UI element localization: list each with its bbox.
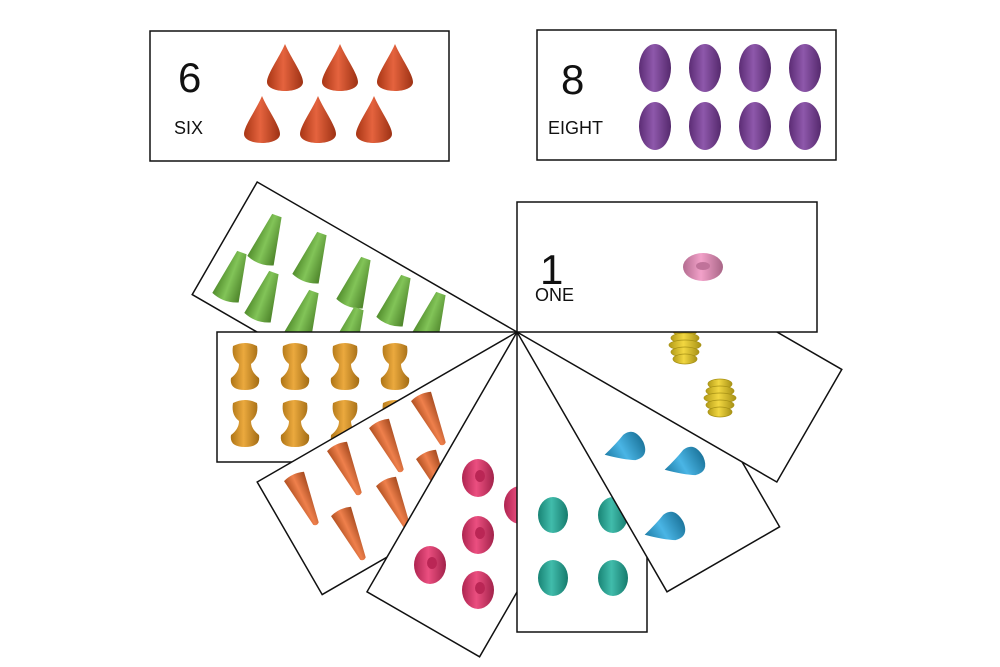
disc-counter-icon xyxy=(538,560,568,596)
card-word: SIX xyxy=(174,118,203,138)
cone-counter-icon xyxy=(244,270,279,323)
drop-counter-icon xyxy=(322,44,358,91)
flat-bead-counter-icon xyxy=(683,253,723,281)
egg-counter-icon xyxy=(639,44,671,92)
mushroom-counter-icon xyxy=(230,400,260,447)
mushroom-counter-icon xyxy=(230,343,260,390)
drop-counter-icon xyxy=(244,96,280,143)
cone-counter-icon xyxy=(212,250,247,303)
card-eight: 8 EIGHT xyxy=(536,29,837,161)
oval-counter-icon xyxy=(462,516,494,554)
teardrop-counter-icon xyxy=(604,431,646,461)
cone-counter-icon xyxy=(247,213,282,266)
egg-counter-icon xyxy=(689,102,721,150)
teardrop-counter-icon xyxy=(664,446,706,476)
card-number: 6 xyxy=(178,54,201,101)
egg-counter-icon xyxy=(689,44,721,92)
cone-counter-icon xyxy=(292,231,327,284)
egg-counter-icon xyxy=(739,102,771,150)
carrot-counter-icon xyxy=(411,391,446,446)
carrot-counter-icon xyxy=(331,506,366,561)
drop-counter-icon xyxy=(267,44,303,91)
disc-counter-icon xyxy=(598,560,628,596)
oval-counter-icon xyxy=(462,571,494,609)
egg-counter-icon xyxy=(639,102,671,150)
cone-counter-icon xyxy=(376,274,411,327)
drop-counter-icon xyxy=(356,96,392,143)
card-number: 8 xyxy=(561,56,584,103)
egg-counter-icon xyxy=(789,44,821,92)
mushroom-counter-icon xyxy=(330,343,360,390)
cone-counter-icon xyxy=(336,256,371,309)
egg-counter-icon xyxy=(739,44,771,92)
coil-counter-icon xyxy=(703,378,737,418)
mushroom-counter-icon xyxy=(280,400,310,447)
oval-counter-icon xyxy=(462,459,494,497)
drop-counter-icon xyxy=(300,96,336,143)
mushroom-counter-icon xyxy=(380,343,410,390)
mushroom-counter-icon xyxy=(280,343,310,390)
card-word: ONE xyxy=(535,285,574,305)
cone-counter-icon xyxy=(411,291,446,344)
cone-counter-icon xyxy=(284,289,319,342)
carrot-counter-icon xyxy=(376,476,411,531)
card-six: 6 SIX xyxy=(149,30,450,162)
card-word: EIGHT xyxy=(548,118,603,138)
carrot-counter-icon xyxy=(284,471,319,526)
teardrop-counter-icon xyxy=(644,511,686,541)
drop-counter-icon xyxy=(377,44,413,91)
carrot-counter-icon xyxy=(369,418,404,473)
oval-counter-icon xyxy=(414,546,446,584)
egg-counter-icon xyxy=(789,102,821,150)
card-number: 1 xyxy=(540,246,563,293)
disc-counter-icon xyxy=(538,497,568,533)
carrot-counter-icon xyxy=(327,441,362,496)
